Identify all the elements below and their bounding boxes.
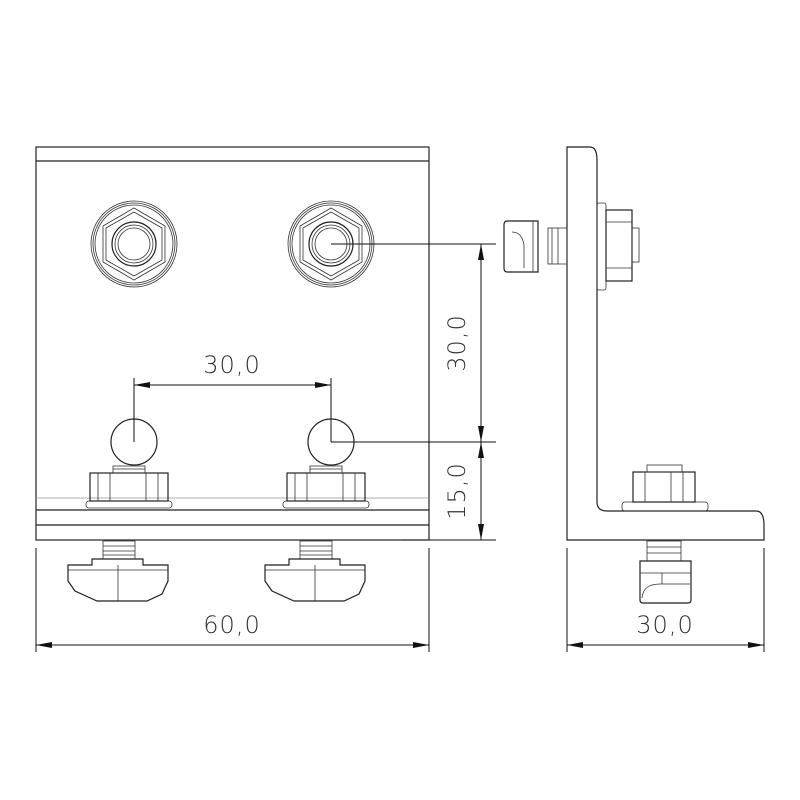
hex-nut-left (85, 465, 173, 509)
dimension-vertical: 30,0 15,0 (331, 243, 496, 541)
dimension-depth: 30,0 (566, 548, 765, 652)
nut-side-top (596, 202, 640, 291)
t-nut-left (67, 540, 169, 602)
dim-label-hole-spacing: 30,0 (203, 351, 260, 379)
hex-nut-right (282, 465, 370, 509)
dim-label-vertical-spacing: 30,0 (443, 314, 471, 371)
t-nut-side-left (503, 220, 568, 273)
dim-label-width: 60,0 (203, 611, 260, 639)
bracket-face (35, 146, 430, 541)
flange-nut-top-left (90, 200, 178, 288)
nut-side-bottom (621, 464, 709, 512)
dimension-hole-spacing: 30,0 (133, 351, 332, 442)
front-view (35, 146, 430, 602)
t-nut-right (264, 540, 366, 602)
dimension-width: 60,0 (35, 548, 430, 652)
t-nut-side-bottom (639, 540, 692, 604)
dim-label-bottom-offset: 15,0 (443, 462, 471, 519)
side-view (503, 146, 765, 604)
dim-label-depth: 30,0 (636, 611, 693, 639)
bracket-profile (566, 146, 765, 541)
